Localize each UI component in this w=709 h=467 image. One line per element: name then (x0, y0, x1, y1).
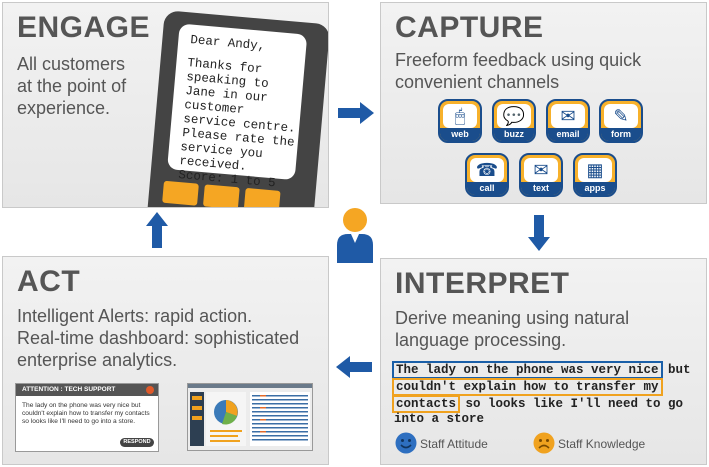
channel-buzz[interactable]: 💬 buzz (492, 99, 536, 143)
attitude-phrase-highlight: The lady on the phone was very nice (392, 361, 663, 379)
envelope-icon: ✉ (551, 104, 585, 128)
phone-key (202, 184, 240, 207)
channel-label: call (467, 182, 507, 195)
interpret-line: language processing. (395, 330, 567, 350)
arrow-up-icon (146, 212, 168, 248)
engage-line: at the point of (17, 76, 127, 96)
channel-label: web (440, 128, 480, 141)
arrow-right-icon (338, 102, 374, 124)
phone-key (162, 180, 199, 206)
alert-message: The lady on the phone was very nice but … (22, 402, 150, 425)
channel-text[interactable]: ✉ text (519, 153, 563, 197)
capture-panel: CAPTURE Freeform feedback using quick co… (380, 2, 707, 204)
happy-face-icon (395, 432, 417, 454)
channel-label: text (521, 182, 561, 195)
app-grid-icon: ▦ (578, 158, 612, 182)
knowledge-phrase-highlight: couldn't explain how to transfer my (392, 378, 663, 396)
dashboard-thumbnail (187, 383, 313, 451)
arrow-down-icon (528, 215, 550, 251)
channel-label: email (548, 128, 588, 141)
channel-email[interactable]: ✉ email (546, 99, 590, 143)
chat-bubbles-icon: 💬 (497, 104, 531, 128)
interpret-title: INTERPRET (395, 267, 570, 300)
act-line: Real-time dashboard: sophisticated (17, 328, 300, 348)
feedback-line: into a store (394, 412, 484, 426)
channel-label: buzz (494, 128, 534, 141)
act-line: enterprise analytics. (17, 350, 178, 370)
channel-form[interactable]: ✎ form (599, 99, 643, 143)
feedback-text: so looks like I'll need to go (458, 397, 684, 411)
pencil-form-icon: ✎ (604, 104, 638, 128)
feedback-line: The lady on the phone was very nice but (392, 361, 691, 379)
alert-header: ATTENTION : TECH SUPPORT (16, 384, 158, 396)
customer-person-icon (337, 208, 373, 263)
engage-line: experience. (17, 98, 111, 118)
alert-card: ATTENTION : TECH SUPPORT The lady on the… (15, 383, 159, 452)
channel-label: apps (575, 182, 615, 195)
feedback-text: but (660, 363, 691, 377)
phone-key (243, 187, 281, 207)
engage-panel: ENGAGE All customers at the point of exp… (2, 2, 329, 208)
capture-line: Freeform feedback using quick (395, 50, 642, 70)
knowledge-phrase-highlight: contacts (392, 395, 461, 413)
act-line: Intelligent Alerts: rapid action. (17, 306, 253, 326)
capture-title: CAPTURE (395, 11, 544, 44)
arrow-left-icon (336, 356, 372, 378)
text-message-icon: ✉ (524, 158, 558, 182)
staff-knowledge-label: Staff Knowledge (558, 437, 646, 451)
act-title: ACT (17, 265, 81, 298)
channel-apps[interactable]: ▦ apps (573, 153, 617, 197)
capture-description: Freeform feedback using quick convenient… (395, 49, 641, 93)
engage-line: All customers (17, 54, 126, 74)
engage-title: ENGAGE (17, 11, 151, 44)
mouse-icon: 🖱 (443, 104, 477, 128)
channel-label: form (601, 128, 641, 141)
feedback-line: couldn't explain how to transfer my (392, 378, 663, 396)
engage-description: All customers at the point of experience… (17, 53, 126, 119)
alert-header-text: ATTENTION : TECH SUPPORT (22, 386, 116, 393)
phone-icon: ☎ (470, 158, 504, 182)
channel-call[interactable]: ☎ call (465, 153, 509, 197)
feedback-text: into a store (394, 412, 485, 426)
capture-line: convenient channels (395, 72, 560, 92)
sad-face-icon (533, 432, 555, 454)
feedback-line: contacts so looks like I'll need to go (392, 395, 684, 413)
staff-attitude-label: Staff Attitude (420, 437, 488, 451)
dashboard-graphic (188, 384, 312, 446)
respond-button[interactable]: RESPOND (120, 438, 154, 447)
interpret-description: Derive meaning using natural language pr… (395, 307, 629, 351)
act-description: Intelligent Alerts: rapid action. Real-t… (17, 305, 299, 371)
interpret-line: Derive meaning using natural (395, 308, 630, 328)
channel-web[interactable]: 🖱 web (438, 99, 482, 143)
alert-close-icon[interactable] (146, 386, 154, 394)
